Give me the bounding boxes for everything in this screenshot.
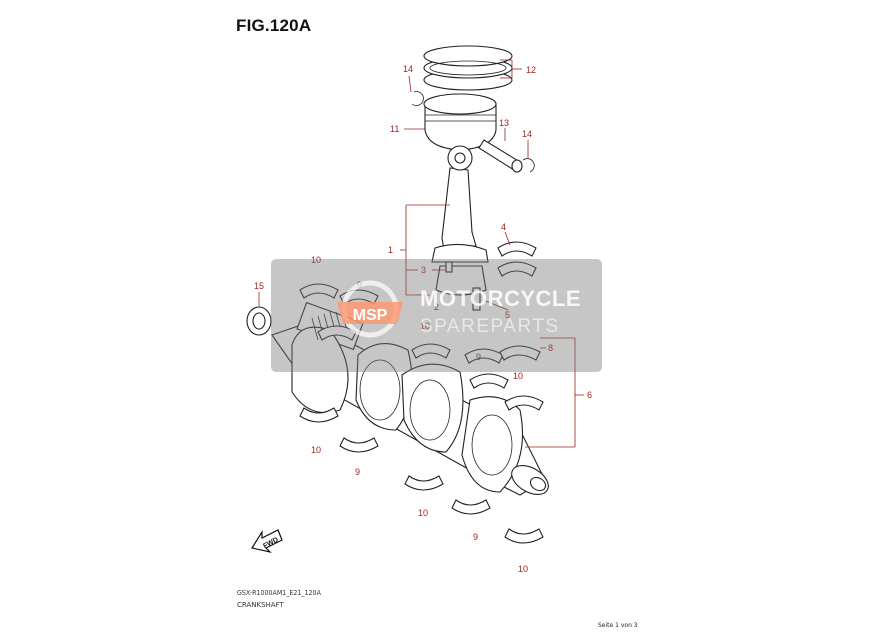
piston-rings [423,45,513,91]
figure-title: FIG.120A [236,16,312,35]
callout: 10 [513,371,523,381]
callout: 15 [254,281,264,291]
callout: 10 [311,445,321,455]
main-bearings [299,283,544,544]
callout: 13 [499,118,509,128]
circlip-right [522,158,535,173]
logo-text: MSP [353,307,388,324]
model-code: GSX-R1000AM1_E21_120A [237,589,321,597]
callout: 3 [421,265,426,275]
callout: 14 [403,64,413,74]
watermark-line2: SPAREPARTS [420,316,560,337]
callout: 1 [388,245,393,255]
callout: 9 [473,532,478,542]
msp-logo-icon: MSP [337,280,403,338]
page-indicator: Seite 1 von 3 [598,622,638,629]
forward-direction-arrow-icon: FWD [251,529,283,554]
callout: 6 [587,390,592,400]
callout: 12 [526,65,536,75]
crankshaft [271,301,549,496]
piston [423,93,497,167]
callout-numbers: 12 14 11 13 14 1 4 3 2 5 8 10 9 15 10 9 … [254,64,592,574]
crank-bearing [246,306,272,336]
leader-lines [258,59,584,448]
callout: 10 [518,564,528,574]
section-name: CRANKSHAFT [237,601,284,609]
watermark-banner [271,259,602,372]
conrod-bearing-upper [497,241,537,257]
watermark-line1: MOTORCYCLE [420,286,582,311]
callout: 10 [311,255,321,265]
callout: 5 [505,310,510,320]
callout: 14 [522,129,532,139]
circlip-left [411,91,424,106]
callout: 10 [420,321,430,331]
callout: 2 [434,302,439,312]
callout: 10 [418,508,428,518]
piston-pin [478,139,523,173]
callout: 11 [390,124,399,134]
callout: 9 [355,467,360,477]
conrod-bearing-lower [497,261,537,277]
callout: 9 [476,352,481,362]
connecting-rod [431,145,489,311]
callout: 8 [548,343,553,353]
callout: 4 [501,222,506,232]
